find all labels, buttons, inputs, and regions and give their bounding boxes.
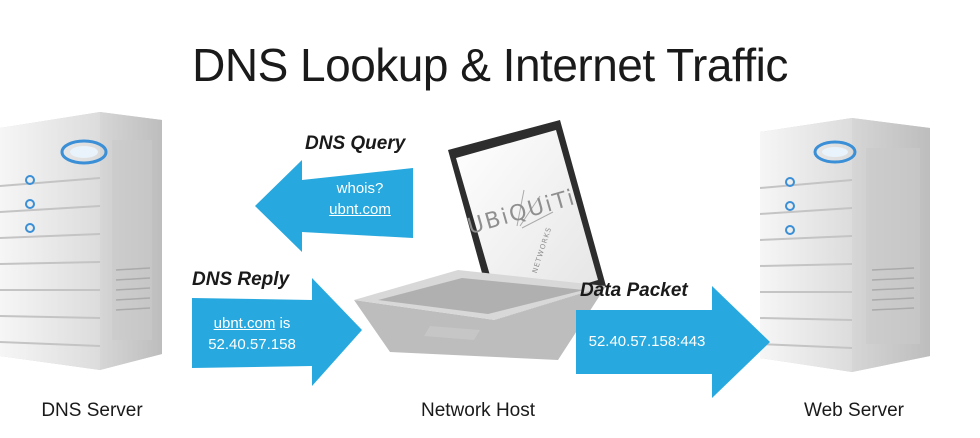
dns-query-label: DNS Query xyxy=(305,133,406,154)
dns-reply-ip: 52.40.57.158 xyxy=(208,336,296,353)
dns-reply-arrow xyxy=(192,278,362,386)
dns-reply-line1: ubnt.com is xyxy=(196,313,308,334)
page-title: DNS Lookup & Internet Traffic xyxy=(192,39,788,91)
dns-query-arrow xyxy=(255,160,413,252)
data-packet-label: Data Packet xyxy=(580,280,688,301)
laptop-icon xyxy=(354,120,606,360)
web-server-icon xyxy=(759,118,930,372)
dns-reply-domain-link[interactable]: ubnt.com xyxy=(213,315,276,332)
dns-server-label: DNS Server xyxy=(41,400,143,421)
dns-query-text: whois? ubnt.com xyxy=(310,178,410,220)
network-host-label: Network Host xyxy=(420,400,536,421)
web-server-label: Web Server xyxy=(804,400,904,421)
dns-reply-text: ubnt.com is 52.40.57.158 xyxy=(196,313,308,355)
dns-server-icon xyxy=(0,112,162,370)
dns-reply-label: DNS Reply xyxy=(192,269,290,290)
data-packet-text: 52.40.57.158:443 xyxy=(588,333,706,350)
dns-query-domain-link[interactable]: ubnt.com xyxy=(329,201,391,218)
dns-reply-line1-rest: is xyxy=(275,315,291,332)
dns-query-line1: whois? xyxy=(336,180,384,197)
data-packet-arrow xyxy=(576,286,770,398)
